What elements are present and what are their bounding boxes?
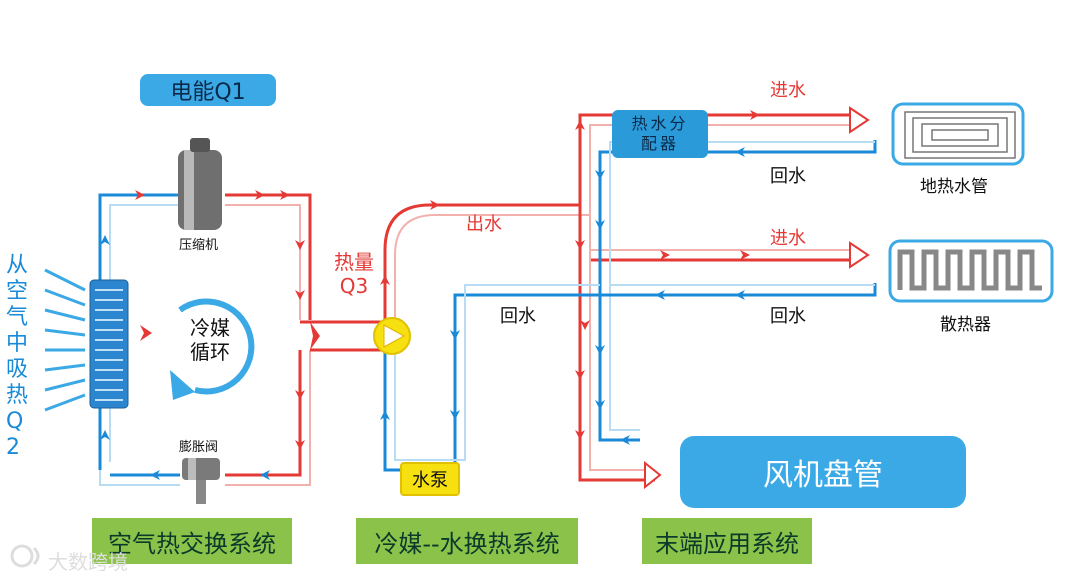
air-system-label: 空气热交换系统 <box>92 518 292 564</box>
watermark-text: 大数跨境 <box>48 550 128 574</box>
radiator-label: 散热器 <box>940 315 991 335</box>
refrigerant-cycle-label: 冷媒循环 <box>190 316 230 364</box>
evaporator-coil <box>89 279 129 409</box>
expansion-valve-icon <box>182 458 220 504</box>
flow-chevron <box>140 325 152 341</box>
floor-heating-icon <box>891 102 1025 166</box>
compressor-label: 压缩机 <box>179 238 219 253</box>
compressor-icon <box>178 138 222 230</box>
water-supply-pipe <box>380 106 870 490</box>
floor-heating-label: 地热水管 <box>920 177 988 197</box>
terminal-system-label: 末端应用系统 <box>642 518 812 564</box>
fan-coil-label: 风机盘管 <box>680 436 966 508</box>
water-in-label-top: 进水 <box>770 80 806 101</box>
air-flow-arrows <box>44 268 86 412</box>
water-return-label-right: 回水 <box>770 306 806 327</box>
distributor-label: 热水分配器 <box>631 114 689 153</box>
watermark-logo-icon <box>10 544 40 568</box>
refrigerant-cycle-arrow <box>170 298 255 400</box>
refrigerant-water-system-label: 冷媒--水换热系统 <box>356 518 578 564</box>
water-return-label-top: 回水 <box>770 166 806 187</box>
distributor-box <box>612 110 708 158</box>
heat-q3-label: 热量Q3 <box>334 250 374 298</box>
water-return-label-mid: 回水 <box>500 306 536 327</box>
electric-energy-label: 电能Q1 <box>140 74 276 106</box>
heat-q3-pipe <box>300 320 382 352</box>
radiator-icon <box>888 239 1054 303</box>
air-absorb-heat-label: 从空气中吸热Q2 <box>6 253 29 460</box>
water-pump-label: 水泵 <box>400 462 460 496</box>
water-in-label-mid: 进水 <box>770 228 806 249</box>
pump-icon <box>373 317 411 355</box>
water-out-label: 出水 <box>466 214 502 235</box>
expansion-valve-label: 膨胀阀 <box>179 440 219 455</box>
